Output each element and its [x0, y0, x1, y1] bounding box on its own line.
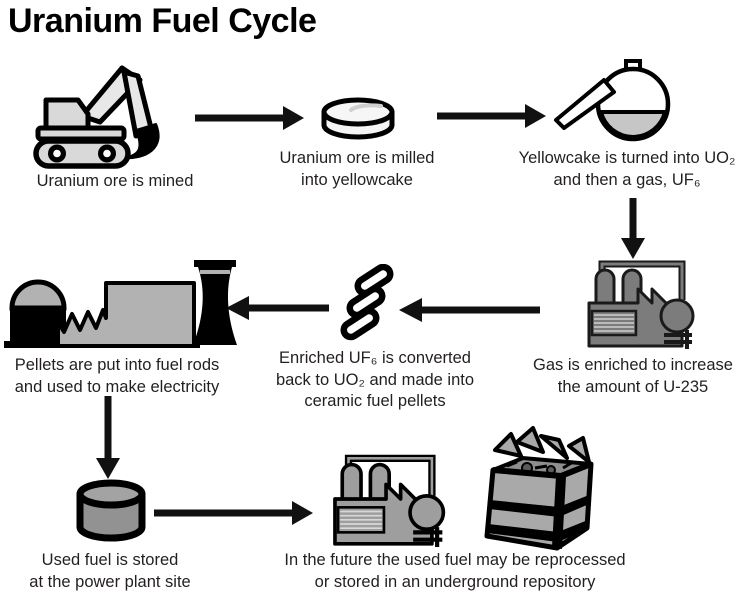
caption-line: In the future the used fuel may be repro… [284, 551, 626, 569]
caption-line: Uranium ore is milled [279, 149, 435, 167]
caption-line: or stored in an underground repository [314, 572, 596, 591]
caption-line: Uranium ore is mined [36, 172, 194, 190]
arrow-storage-to-future [154, 501, 313, 525]
caption-mined: Uranium ore is mined [15, 171, 215, 193]
arrow-mined-to-milled [195, 106, 304, 130]
waste-container-icon [484, 426, 594, 551]
power-plant-icon [4, 260, 237, 348]
enrichment-plant-icon [587, 260, 695, 349]
caption-line: Used fuel is stored [41, 551, 179, 569]
caption-line: Enriched UF₆ is converted [279, 349, 471, 367]
fuel-pellets-icon [340, 264, 394, 341]
arrow-milled-to-converted [437, 104, 546, 128]
caption-line: into yellowcake [301, 170, 413, 189]
caption-storage: Used fuel is stored at the power plant s… [10, 550, 210, 593]
diagram-title: Uranium Fuel Cycle [8, 2, 317, 40]
arrow-pellets-to-reactor [226, 296, 329, 320]
caption-line: back to UO₂ and made into [275, 370, 475, 389]
caption-enriched: Gas is enriched to increase the amount o… [518, 355, 748, 398]
arrow-converted-to-enriched [621, 198, 645, 259]
caption-line: at the power plant site [29, 572, 191, 591]
caption-line: Gas is enriched to increase [533, 356, 733, 374]
caption-future: In the future the used fuel may be repro… [237, 550, 673, 593]
excavator-icon [33, 65, 160, 169]
caption-milled: Uranium ore is milled into yellowcake [257, 148, 457, 191]
caption-pellets: Enriched UF₆ is converted back to UO₂ an… [265, 348, 485, 413]
reprocessing-plant-icon [333, 454, 446, 547]
retort-flask-icon [554, 59, 671, 142]
arrow-enriched-to-pellets [399, 298, 540, 322]
caption-converted: Yellowcake is turned into UO₂ and then a… [497, 148, 754, 191]
yellowcake-disc-icon [321, 97, 395, 140]
caption-line: and then a gas, UF₆ [553, 170, 701, 189]
caption-line: Yellowcake is turned into UO₂ [518, 149, 736, 167]
storage-cask-icon [76, 479, 146, 542]
caption-line: the amount of U-235 [557, 377, 709, 396]
caption-line: and used to make electricity [14, 377, 220, 396]
caption-reactor: Pellets are put into fuel rods and used … [2, 355, 232, 398]
arrow-reactor-to-storage [96, 396, 120, 479]
caption-line: ceramic fuel pellets [304, 392, 446, 410]
caption-line: Pellets are put into fuel rods [14, 356, 220, 374]
